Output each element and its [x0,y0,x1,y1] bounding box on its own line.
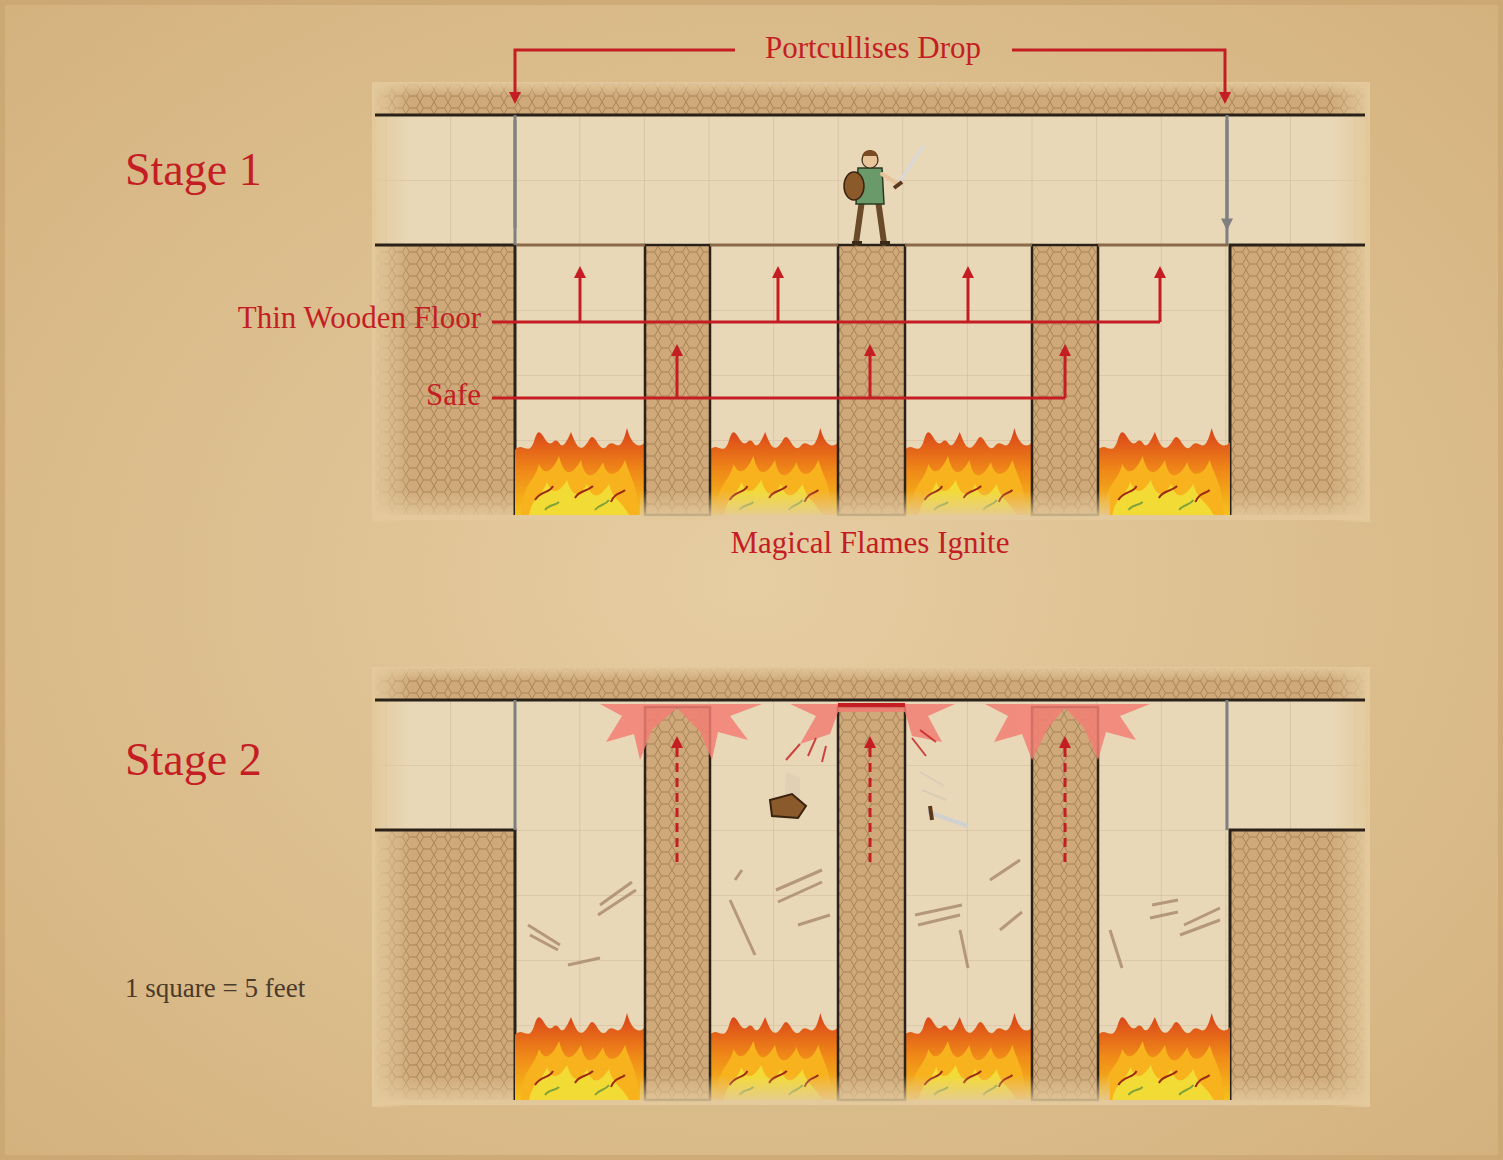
callout-label: Safe [426,378,481,412]
callout-label: Thin Wooden Floor [238,301,481,335]
scale-note: 1 square = 5 feet [125,974,305,1004]
trap-caption: Portcullises Drop [765,31,981,65]
callout-label: Magical Flames Ignite [731,526,1010,560]
falling-gear [770,772,968,826]
stage-heading: Stage 2 [125,735,262,786]
hero-figure [844,146,924,243]
stage-heading: Stage 1 [125,145,262,196]
